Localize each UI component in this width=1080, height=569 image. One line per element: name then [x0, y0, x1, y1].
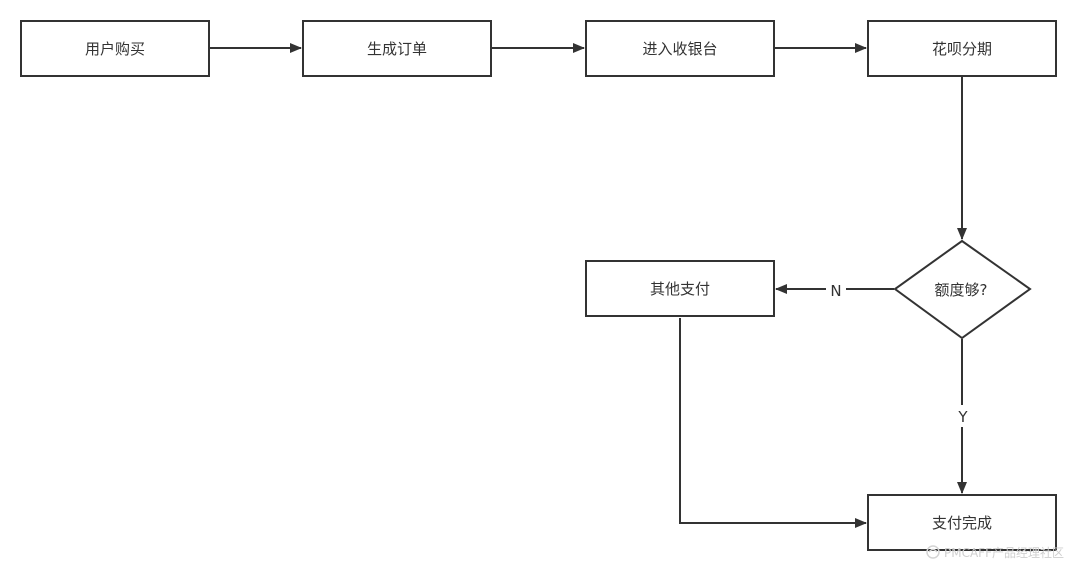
node-enter-checkout-label: 进入收银台	[642, 40, 717, 58]
node-payment-complete-label: 支付完成	[932, 514, 992, 532]
edge-label-yes: Y	[953, 405, 973, 427]
node-quota-check-label: 额度够?	[935, 281, 988, 299]
node-other-payment-label: 其他支付	[650, 280, 710, 298]
node-payment-complete: 支付完成	[867, 494, 1057, 551]
node-other-payment: 其他支付	[585, 260, 775, 317]
watermark: PMCAFF产品经理社区	[926, 545, 1064, 560]
node-create-order: 生成订单	[302, 20, 492, 77]
node-huabei-installment: 花呗分期	[867, 20, 1057, 77]
node-user-purchase-label: 用户购买	[85, 40, 145, 58]
edge-label-no: N	[826, 280, 846, 300]
node-create-order-label: 生成订单	[367, 40, 427, 58]
edge-label-no-text: N	[830, 282, 841, 300]
node-enter-checkout: 进入收银台	[585, 20, 775, 77]
edge-other-payment-to-payment-complete	[679, 318, 867, 528]
node-user-purchase: 用户购买	[20, 20, 210, 77]
edge-label-yes-text: Y	[957, 408, 968, 426]
node-quota-check-decision: 额度够?	[893, 239, 1032, 340]
watermark-logo-icon	[926, 545, 940, 559]
node-huabei-installment-label: 花呗分期	[932, 40, 992, 58]
watermark-text: PMCAFF产品经理社区	[944, 545, 1064, 560]
